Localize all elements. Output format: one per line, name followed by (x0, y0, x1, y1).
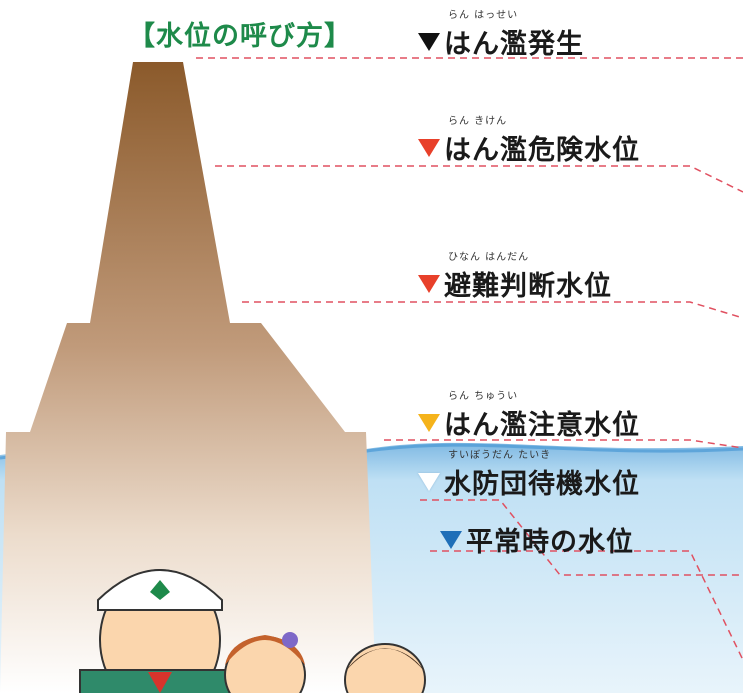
level-danger-ruby: らん きけん (448, 116, 508, 127)
child-girl-character (224, 632, 306, 693)
level-normal-label: 平常時の水位 (466, 527, 634, 558)
line-standby (420, 499, 743, 576)
level-lines (196, 57, 743, 661)
level-standby-ruby: すいぼうだん たいき (448, 450, 552, 461)
level-evac-label: 避難判断水位 (444, 271, 612, 302)
down-triangle-icon (418, 138, 440, 157)
level-normal-ruby (440, 508, 634, 520)
levee-shape (0, 62, 376, 693)
line-normal (430, 550, 743, 661)
down-triangle-icon (418, 32, 440, 51)
level-flood-ruby: らん はっせい (448, 10, 519, 21)
down-triangle-icon (418, 413, 440, 432)
level-evac: ひなん はんだん 避難判断水位 (418, 252, 612, 303)
level-caution-ruby: らん ちゅうい (448, 391, 519, 402)
line-danger (215, 165, 743, 193)
level-flood: らん はっせい はん濫発生 (418, 10, 584, 61)
down-triangle-icon (418, 274, 440, 293)
level-danger-label: はん濫危険水位 (444, 135, 640, 166)
down-triangle-icon (440, 530, 462, 549)
level-standby: すいぼうだん たいき 水防団待機水位 (418, 450, 640, 501)
worker-character (79, 569, 251, 693)
level-caution-label: はん濫注意水位 (444, 410, 640, 441)
line-caution (384, 439, 743, 449)
level-flood-label: はん濫発生 (444, 29, 584, 60)
level-danger: らん きけん はん濫危険水位 (418, 116, 640, 167)
level-normal: 平常時の水位 (440, 508, 634, 559)
level-caution: らん ちゅうい はん濫注意水位 (418, 391, 640, 442)
page-title: 【水位の呼び方】 (128, 21, 352, 52)
level-evac-ruby: ひなん はんだん (448, 252, 530, 263)
level-standby-label: 水防団待機水位 (444, 469, 640, 500)
child-boy-character (344, 643, 426, 693)
down-triangle-icon (418, 472, 440, 491)
line-evac (242, 301, 743, 319)
